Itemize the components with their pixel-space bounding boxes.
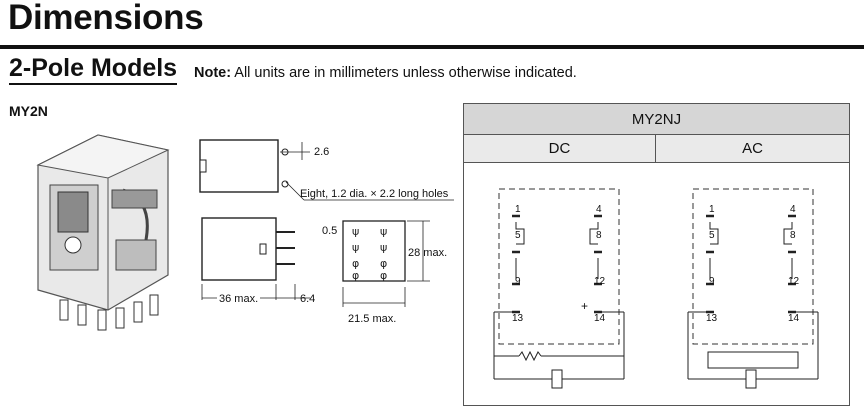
note-label: Note: xyxy=(194,65,232,81)
ac-pin-12: 12 xyxy=(788,276,800,287)
schematic-table: MY2NJ DC AC 1 4 5 xyxy=(463,103,850,406)
section-title: 2-Pole Models xyxy=(9,55,178,85)
dc-pin-14: 14 xyxy=(594,313,606,324)
ac-wiring-diagram xyxy=(687,188,819,389)
page-title: Dimensions xyxy=(8,0,204,37)
units-note: Note: All units are in millimeters unles… xyxy=(194,65,577,81)
svg-text:φ: φ xyxy=(352,269,359,282)
schematic-model: MY2NJ xyxy=(464,104,849,135)
model-name: MY2N xyxy=(9,103,48,119)
dc-plus-sign: + xyxy=(581,299,589,313)
ac-pin-14: 14 xyxy=(788,313,800,324)
relay-top-view xyxy=(199,139,310,193)
dim-6-4: 6.4 xyxy=(300,293,316,305)
dim-21-5-max: 21.5 max. xyxy=(348,313,397,325)
title-rule xyxy=(0,45,864,49)
dim-2-6: 2.6 xyxy=(314,146,330,158)
dc-pin-13: 13 xyxy=(512,313,524,324)
note-text: All units are in millimeters unless othe… xyxy=(231,65,577,81)
dc-pin-9: 9 xyxy=(515,276,521,287)
svg-text:φ: φ xyxy=(380,257,387,270)
svg-text:ψ: ψ xyxy=(380,225,387,238)
relay-front-view xyxy=(201,217,310,300)
dc-header: DC xyxy=(464,135,656,163)
dim-28-max: 28 max. xyxy=(408,247,448,259)
holes-label: Eight, 1.2 dia. × 2.2 long holes xyxy=(300,188,449,200)
dc-pin-4: 4 xyxy=(596,204,602,215)
ac-pin-13: 13 xyxy=(706,313,718,324)
svg-text:ψ: ψ xyxy=(352,241,359,254)
svg-text:ψ: ψ xyxy=(352,225,359,238)
ac-pin-1: 1 xyxy=(709,204,715,215)
ac-pin-4: 4 xyxy=(790,204,796,215)
ac-pin-8: 8 xyxy=(790,230,796,241)
svg-text:φ: φ xyxy=(380,269,387,282)
dc-pin-8: 8 xyxy=(596,230,602,241)
holes-leader xyxy=(285,181,454,201)
dc-pin-5: 5 xyxy=(515,230,521,241)
dc-pin-12: 12 xyxy=(594,276,606,287)
ac-pin-9: 9 xyxy=(709,276,715,287)
svg-text:ψ: ψ xyxy=(380,241,387,254)
dim-36-max: 36 max. xyxy=(217,293,261,305)
relay-photo xyxy=(36,134,170,331)
dim-0-5: 0.5 xyxy=(322,225,338,237)
dc-wiring-diagram xyxy=(493,188,625,389)
ac-header: AC xyxy=(656,135,849,163)
ac-pin-5: 5 xyxy=(709,230,715,241)
svg-text:φ: φ xyxy=(352,257,359,270)
dc-pin-1: 1 xyxy=(515,204,521,215)
